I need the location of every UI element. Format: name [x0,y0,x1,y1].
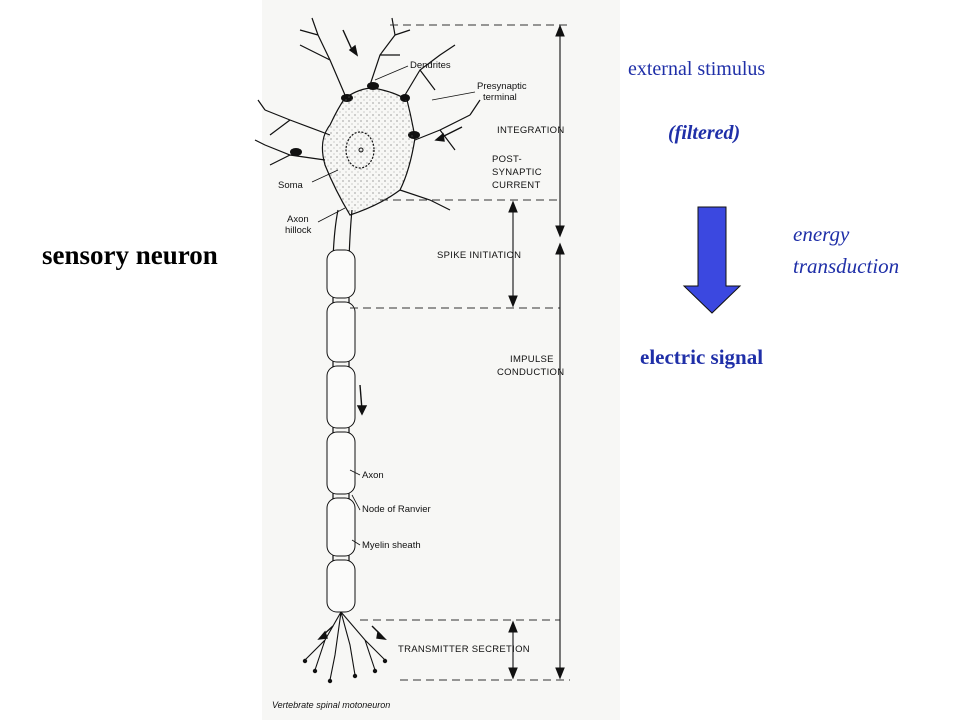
label-presynaptic-2: terminal [483,92,517,103]
label-dendrites: Dendrites [410,60,451,71]
energy-line: energy [793,222,850,246]
filtered-label: (filtered) [668,122,741,144]
label-axon-hillock-1: Axon [287,214,309,225]
transduction-arrow [682,206,742,314]
label-axon-hillock-2: hillock [285,225,312,236]
dendrite-branches [254,17,481,211]
transduction-line: transduction [793,254,900,278]
diagram-caption: Vertebrate spinal motoneuron [272,700,390,710]
terminal-boutons [302,658,388,684]
label-psc-2: SYNAPTIC [492,167,542,178]
label-spike-initiation: SPIKE INITIATION [437,250,521,261]
label-impulse-1: IMPULSE [510,354,554,365]
label-psc-3: CURRENT [492,180,541,191]
label-impulse-2: CONDUCTION [497,367,564,378]
nucleus [345,131,375,169]
myelin-segments [326,249,356,613]
electric-signal-label: electric signal [640,345,764,369]
stage-dividers [350,24,570,681]
label-presynaptic-1: Presynaptic [477,81,527,92]
external-stimulus-label: external stimulus [628,58,766,80]
label-axon: Axon [362,470,384,481]
label-transmitter-secretion: TRANSMITTER SECRETION [398,644,530,655]
label-myelin-sheath: Myelin sheath [362,540,421,551]
nucleolus [358,147,364,153]
axon-terminals [304,611,386,681]
label-node-of-ranvier: Node of Ranvier [362,504,431,515]
energy-transduction-label: energy transduction [793,218,899,282]
label-integration: INTEGRATION [497,125,565,136]
sensory-neuron-title: sensory neuron [42,240,218,270]
range-arrows [508,24,565,680]
label-psc-1: POST- [492,154,522,165]
label-soma: Soma [278,180,304,191]
soma-body [321,87,416,216]
leader-lines [311,65,476,546]
flow-arrows [317,29,463,640]
